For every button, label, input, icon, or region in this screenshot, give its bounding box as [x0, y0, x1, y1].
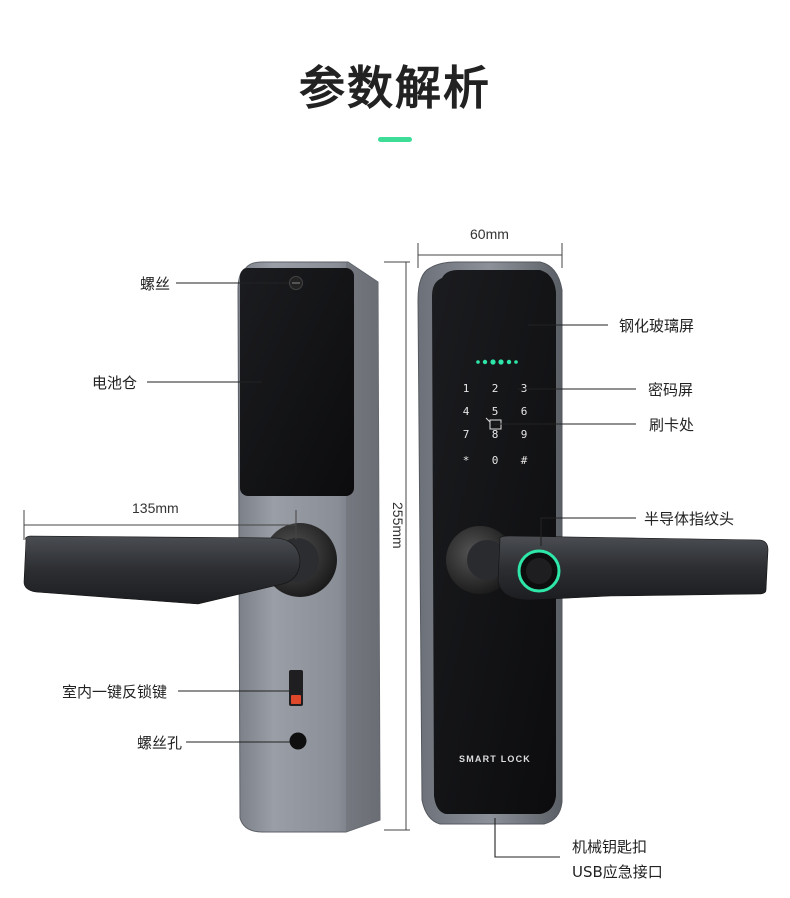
keypad-key: 8: [492, 428, 499, 441]
led-indicator: [476, 359, 518, 365]
label-screw-hole: 螺丝孔: [137, 734, 183, 752]
keypad-key: #: [521, 454, 528, 467]
label-indoor-lock: 室内一键反锁键: [62, 683, 168, 701]
keypad-key: 7: [463, 428, 470, 441]
height-dimension: 255mm: [390, 502, 406, 549]
keypad-key: *: [463, 454, 470, 467]
keypad-key: 9: [521, 428, 528, 441]
screw-hole-icon: [289, 732, 307, 750]
keypad-key: 1: [463, 382, 470, 395]
keypad-key: 0: [492, 454, 499, 467]
label-screw: 螺丝: [140, 275, 171, 293]
label-card: 刷卡处: [649, 416, 695, 434]
brand-text: SMART LOCK: [459, 754, 531, 764]
dimension-lines: [23, 243, 563, 831]
title-accent-bar: [378, 137, 412, 142]
keypad-key: 5: [492, 405, 499, 418]
label-battery: 电池仓: [92, 374, 138, 392]
outdoor-handle: [497, 535, 769, 601]
label-usb-port: USB应急接口: [572, 863, 663, 881]
keypad-key: 6: [521, 405, 528, 418]
keypad-key: 4: [463, 405, 470, 418]
indoor-lock-body: [23, 261, 381, 833]
page-title: 参数解析: [299, 61, 491, 115]
label-mechanical-key: 机械钥匙扣: [572, 838, 648, 856]
label-glass: 钢化玻璃屏: [619, 317, 695, 335]
label-fingerprint: 半导体指纹头: [644, 510, 735, 528]
indoor-handle: [23, 535, 301, 605]
keypad-key: 2: [492, 382, 499, 395]
label-keypad: 密码屏: [648, 381, 694, 399]
handle-length-dimension: 135mm: [132, 500, 179, 516]
battery-cover: [240, 268, 354, 496]
leader-lines: [147, 282, 636, 858]
width-dimension: 60mm: [470, 226, 509, 242]
